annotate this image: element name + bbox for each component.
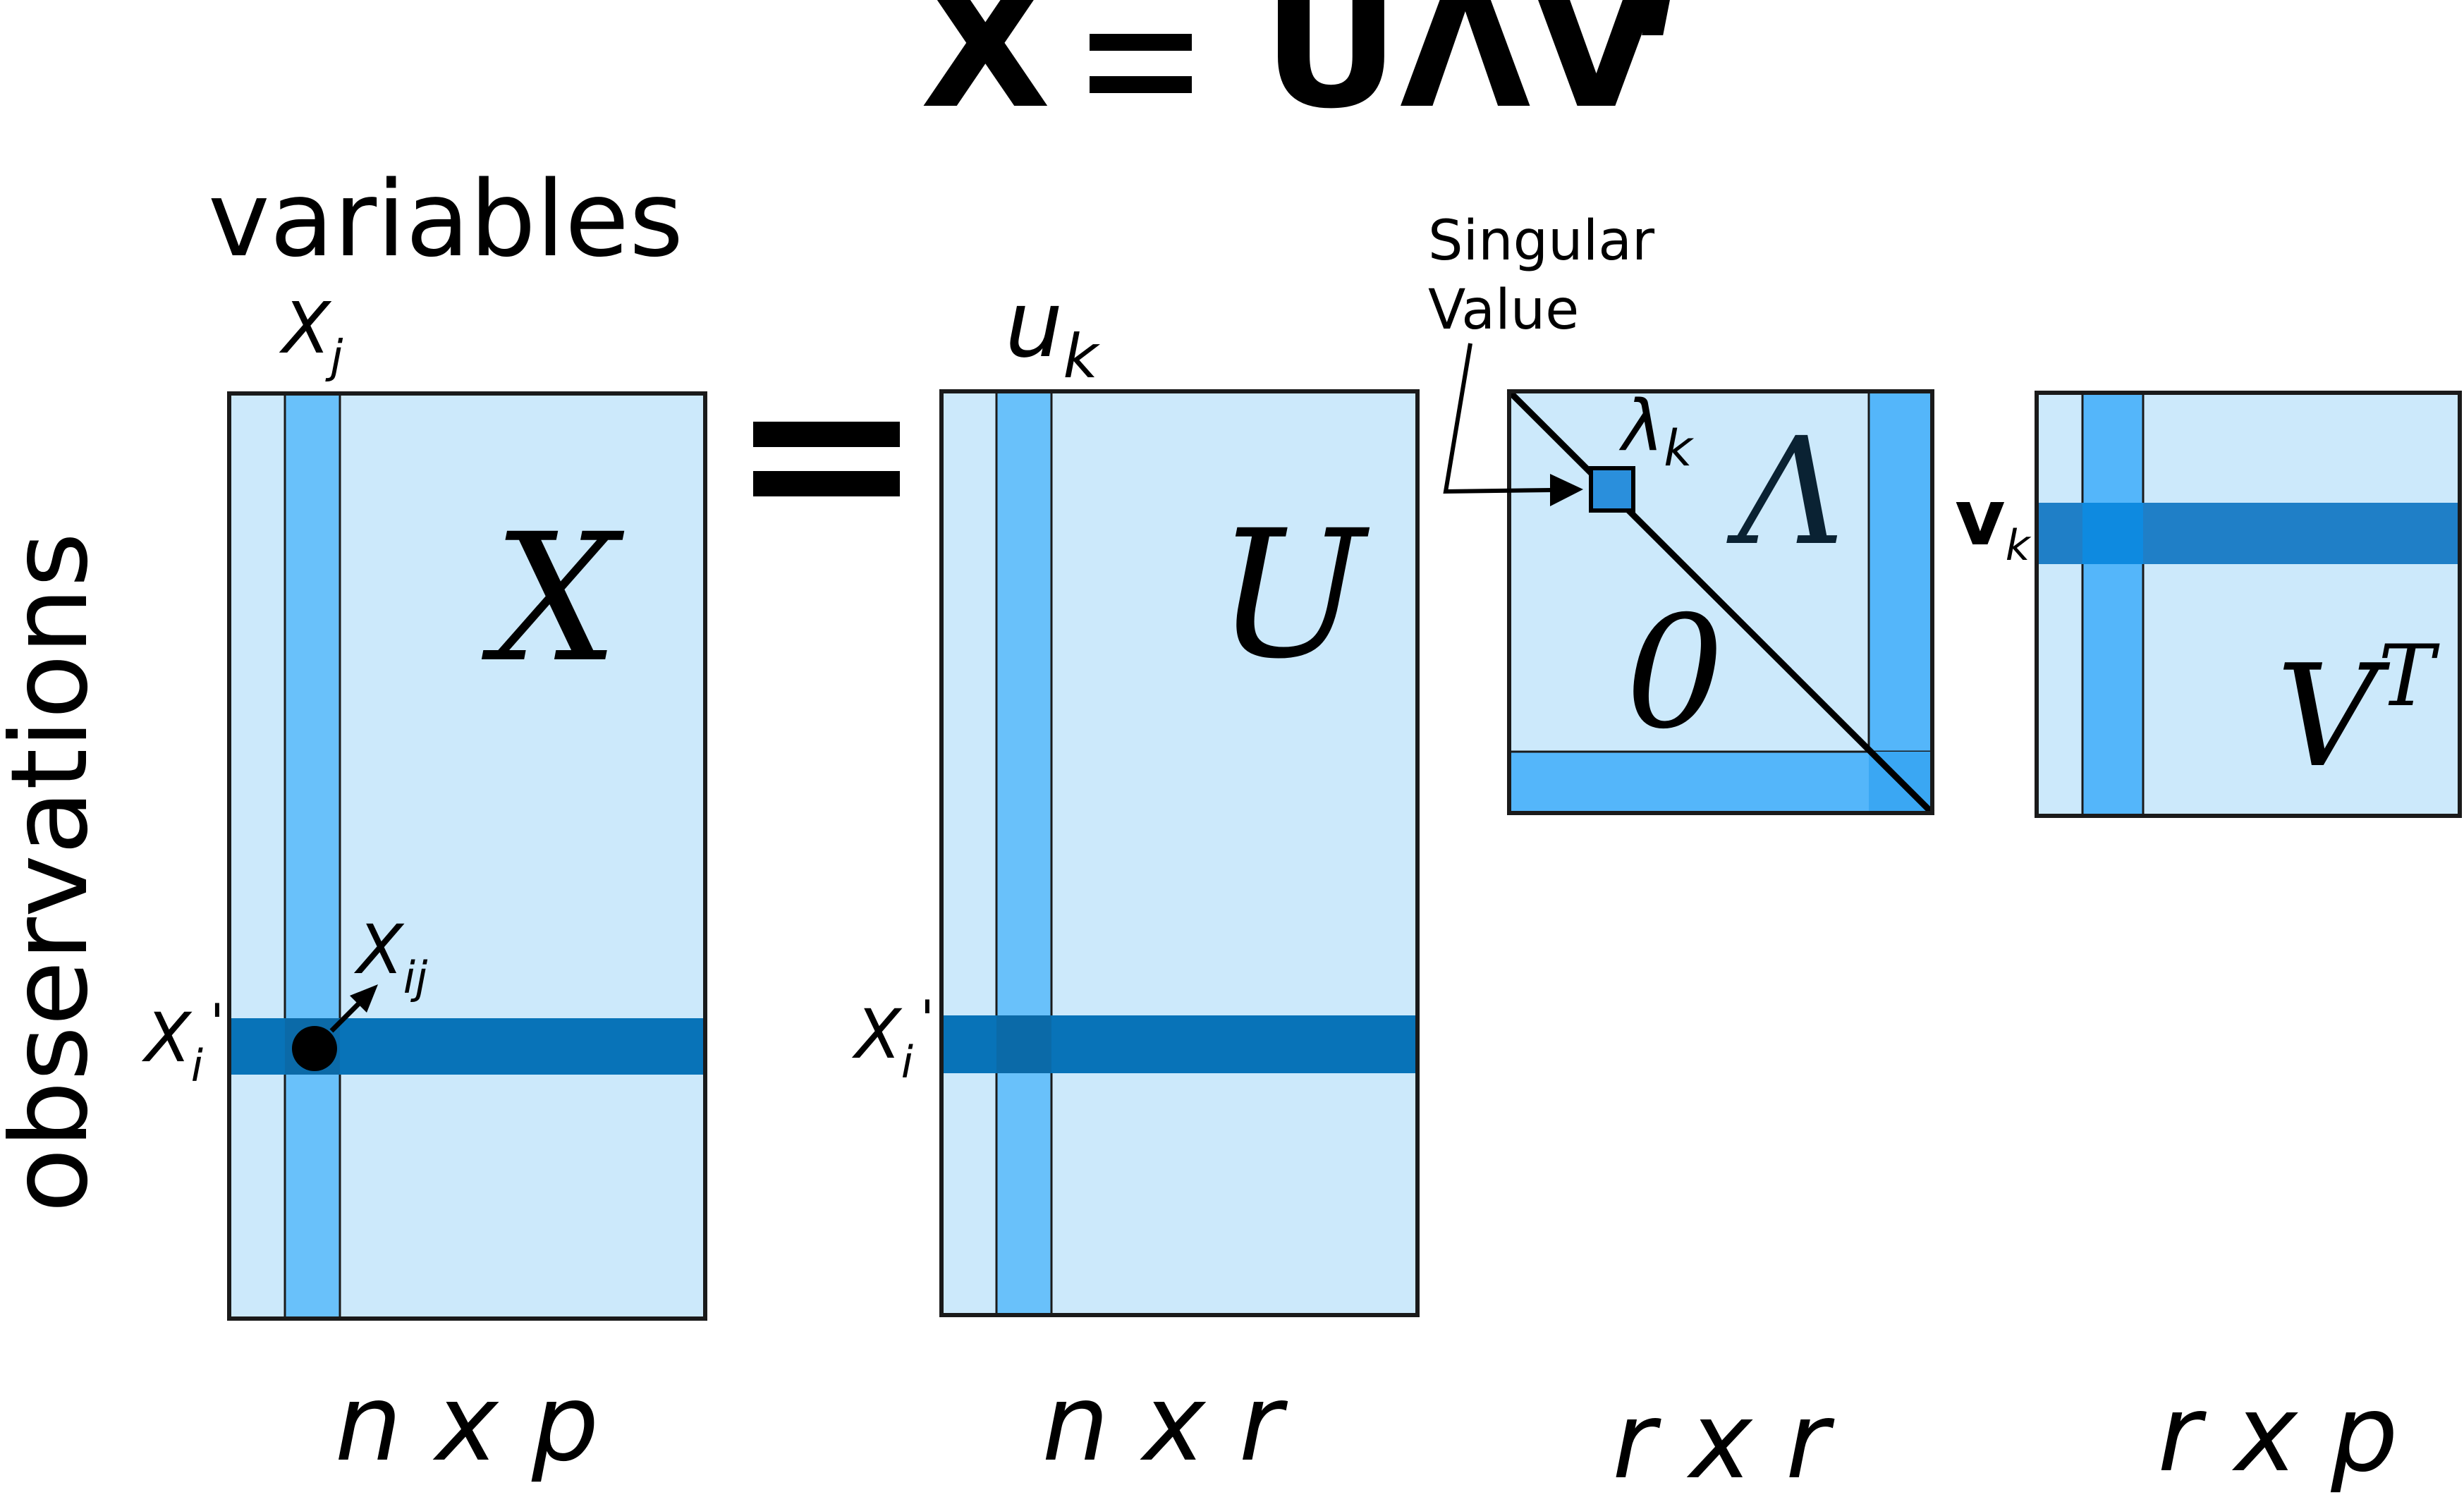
observations-label: observations xyxy=(0,532,111,1213)
matrix-lambda-diagonal xyxy=(1506,389,1935,816)
element-xij-label: Xij xyxy=(353,910,428,1003)
matrix-x-name: X xyxy=(481,496,625,701)
title-transpose-sup: T xyxy=(1622,0,1707,62)
row-xi-label-u: Xi' xyxy=(851,989,934,1088)
matrix-u-outline xyxy=(939,389,1420,1317)
matrix-x-column-xj xyxy=(283,392,341,1320)
matrix-vt-dims: r x p xyxy=(2157,1373,2398,1496)
matrix-lambda-zero: 0 xyxy=(1626,582,1724,763)
equals-bar-top xyxy=(753,422,900,447)
title-equals-bar-top xyxy=(1090,34,1192,51)
singular-value-arrowhead xyxy=(1550,474,1583,506)
title-lhs: X xyxy=(920,0,1051,146)
title-rhs: UΛV xyxy=(1262,0,1661,146)
singular-value-label-line2: Value xyxy=(1428,279,1579,342)
equals-bar-bottom xyxy=(753,471,900,496)
matrix-vt-cross xyxy=(2082,503,2143,564)
title-equation: X UΛV T xyxy=(920,0,1707,146)
singular-value-leader-line xyxy=(1443,343,1552,494)
matrix-vt-column xyxy=(2081,391,2145,817)
singular-value-label-line1: Singular xyxy=(1428,209,1655,273)
matrix-lambda-bottom-band xyxy=(1508,750,1934,814)
column-xj-label: Xj xyxy=(279,287,343,384)
element-xij-dot xyxy=(292,1026,337,1071)
matrix-lambda-outline xyxy=(1507,389,1934,815)
matrix-vt: VT xyxy=(2035,391,2462,818)
matrix-lambda-right-band xyxy=(1867,390,1934,814)
column-uk-label: uk xyxy=(1005,271,1100,392)
matrix-vt-outline xyxy=(2035,391,2462,818)
element-xij-arrowhead xyxy=(350,984,378,1013)
row-xi-label-x: Xi' xyxy=(141,993,224,1092)
matrix-lambda-dims: r x r xyxy=(1612,1380,1835,1497)
matrix-u: U xyxy=(939,389,1420,1317)
matrix-x-outline xyxy=(227,391,707,1321)
singular-value-cell xyxy=(1589,466,1635,513)
matrix-lambda: Λ 0 xyxy=(1506,389,1935,816)
matrix-x: X xyxy=(227,391,707,1321)
variables-label: variables xyxy=(208,159,683,280)
element-xij-arrow xyxy=(329,999,363,1033)
row-vk-label: vk xyxy=(1955,472,2032,570)
matrix-u-dims: n x r xyxy=(1042,1362,1288,1485)
matrix-lambda-name: Λ xyxy=(1726,405,1845,578)
matrix-vt-name: VT xyxy=(2276,628,2440,799)
matrix-u-cross xyxy=(996,1015,1051,1073)
title-equals-bar-bottom xyxy=(1090,76,1192,93)
lambda-k-label: λk xyxy=(1618,384,1694,477)
matrix-u-name: U xyxy=(1216,492,1370,697)
matrix-x-dims: n x p xyxy=(335,1362,599,1485)
matrix-u-column-uk xyxy=(995,390,1053,1316)
